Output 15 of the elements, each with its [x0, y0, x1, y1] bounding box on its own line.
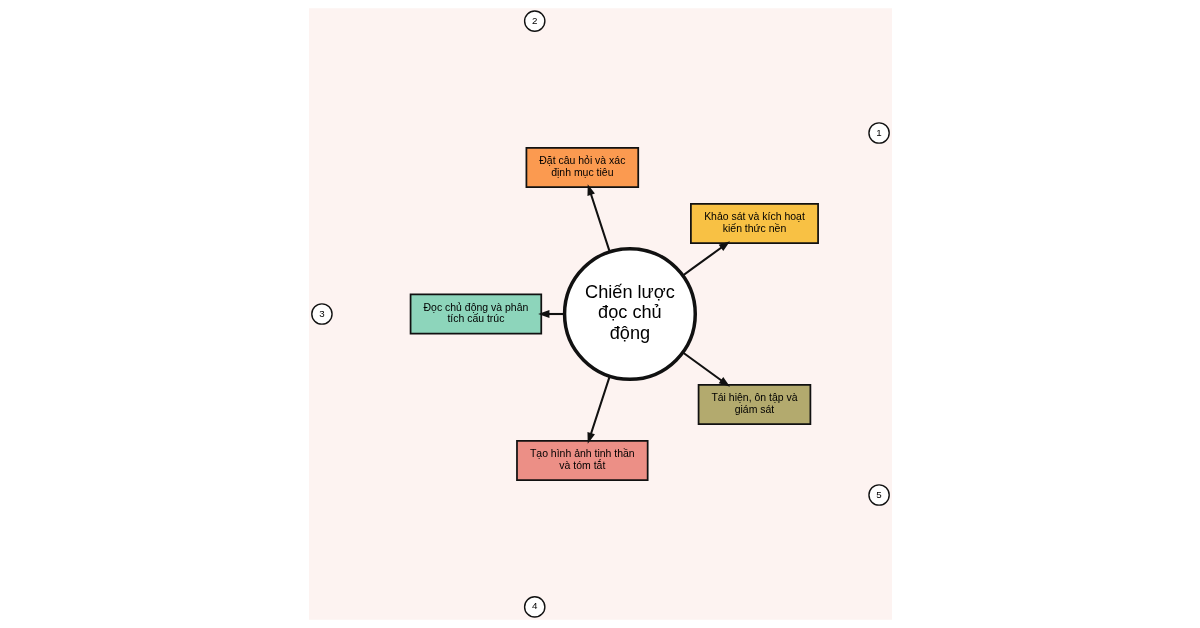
node-circle: 5	[867, 484, 890, 506]
node-circle: 4	[523, 596, 546, 618]
arrow	[681, 351, 730, 387]
node-box: Tạo hình ảnh tinh thần và tóm tắt	[515, 440, 649, 481]
node-box: Đặt câu hỏi và xác định mục tiêu	[525, 147, 639, 188]
arrow	[586, 376, 611, 444]
arrow	[681, 241, 730, 277]
node-circle: 2	[523, 10, 546, 32]
arrow	[586, 184, 611, 252]
node-circle: Chiến lược đọc chủ động	[562, 246, 697, 382]
node-circle: 3	[310, 303, 333, 325]
node-box: Tái hiện, ôn tập và giám sát	[697, 384, 811, 425]
node-box: Đọc chủ động và phân tích cấu trúc	[409, 293, 542, 335]
node-circle: 1	[867, 122, 890, 144]
node-box: Khảo sát và kích hoạt kiến thức nền	[689, 203, 819, 244]
